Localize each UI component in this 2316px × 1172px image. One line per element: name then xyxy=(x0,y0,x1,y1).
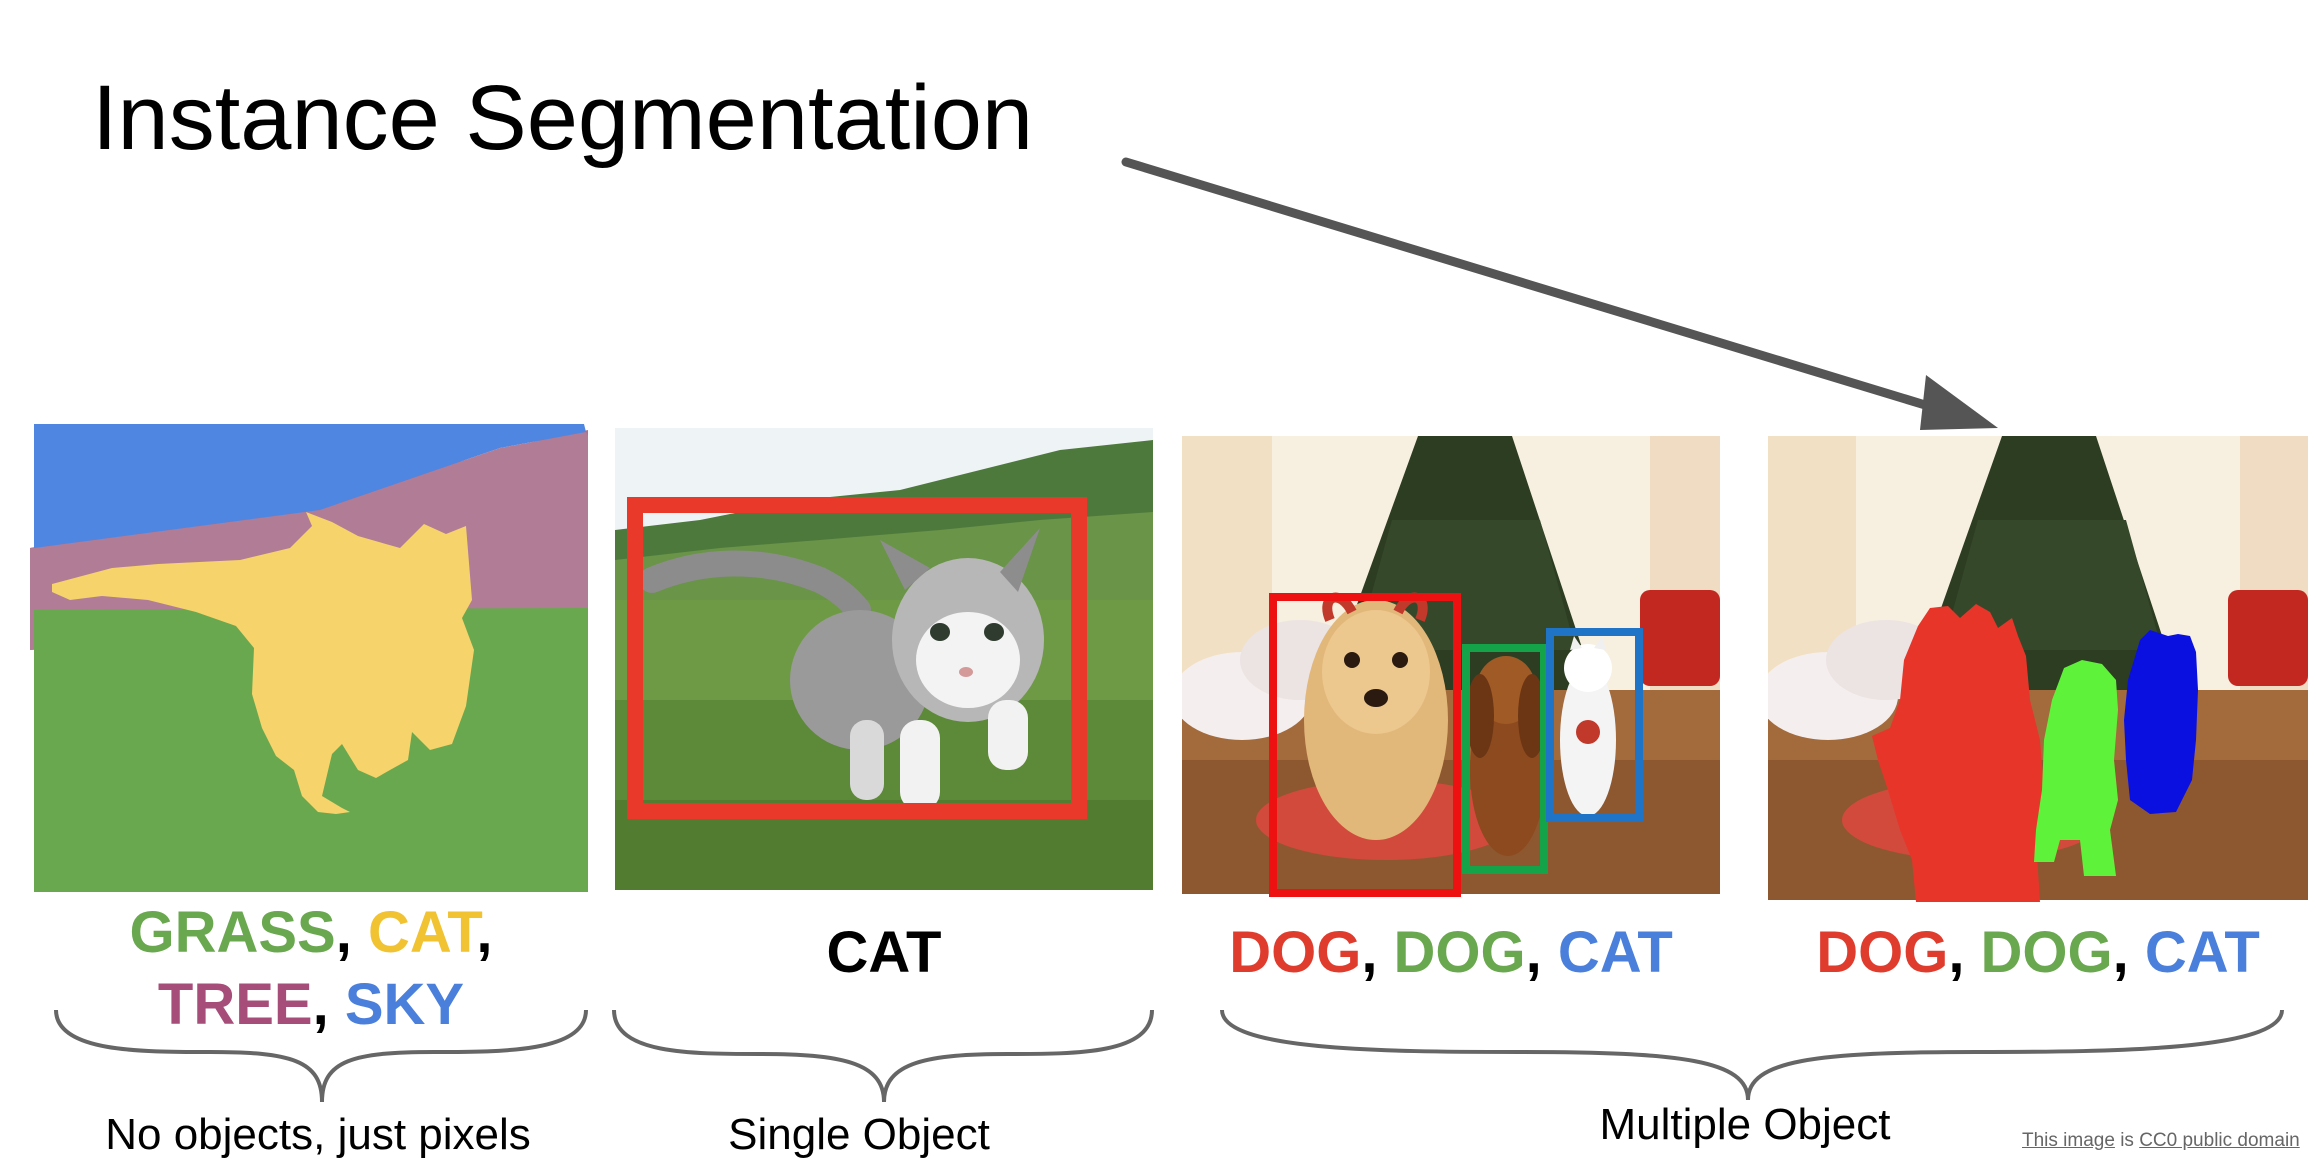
label-word: , xyxy=(476,900,493,965)
dog-instance-mask-red xyxy=(1872,604,2044,902)
brace-semantic xyxy=(54,1009,588,1103)
label-word: , xyxy=(1361,920,1394,985)
label-word: CAT xyxy=(2144,920,2260,985)
label-word: CAT xyxy=(826,920,942,985)
label-word: SKY xyxy=(344,972,465,1037)
cat-bounding-box xyxy=(627,497,1087,819)
brace-single-object xyxy=(612,1009,1154,1103)
label-word: DOG xyxy=(1229,920,1362,985)
label-word: , xyxy=(1525,920,1558,985)
semantic-segmentation-image xyxy=(30,424,588,892)
cat-mask xyxy=(52,512,474,814)
pointer-arrow xyxy=(1121,157,1998,430)
label-word: , xyxy=(1948,920,1981,985)
semantic-labels-line-1: GRASS, CAT, xyxy=(34,904,588,962)
credit-text: is xyxy=(2114,1130,2140,1151)
slide-title: Instance Segmentation xyxy=(92,67,1034,169)
caption-no-objects: No objects, just pixels xyxy=(105,1110,531,1159)
label-word: CAT xyxy=(367,900,477,965)
label-word: , xyxy=(2112,920,2145,985)
cat-instance-mask-blue xyxy=(2124,630,2198,814)
semantic-labels-line-2: TREE, SKY xyxy=(34,976,588,1034)
caption-single-object: Single Object xyxy=(728,1110,990,1159)
detection-labels: DOG, DOG, CAT xyxy=(1182,924,1720,982)
credit-link-license[interactable]: CC0 public domain xyxy=(2139,1130,2300,1151)
label-word: DOG xyxy=(1816,920,1949,985)
dog-bounding-box-red xyxy=(1269,593,1461,897)
image-credit: This image is CC0 public domain xyxy=(2022,1130,2300,1152)
label-word: DOG xyxy=(1980,920,2113,985)
dog-instance-mask-green xyxy=(2034,660,2118,876)
classification-labels: CAT xyxy=(615,924,1153,982)
instance-labels: DOG, DOG, CAT xyxy=(1768,924,2308,982)
caption-multiple-object: Multiple Object xyxy=(1599,1100,1891,1149)
cat-bounding-box-blue xyxy=(1546,628,1643,822)
label-word: , xyxy=(335,900,368,965)
brace-multiple-object xyxy=(1220,1009,2284,1101)
label-word: TREE xyxy=(157,972,313,1037)
credit-link-image[interactable]: This image xyxy=(2022,1130,2115,1151)
label-word: GRASS xyxy=(129,900,336,965)
label-word: DOG xyxy=(1393,920,1526,985)
label-word: , xyxy=(312,972,345,1037)
label-word: CAT xyxy=(1557,920,1673,985)
dog-bounding-box-green xyxy=(1462,644,1548,874)
